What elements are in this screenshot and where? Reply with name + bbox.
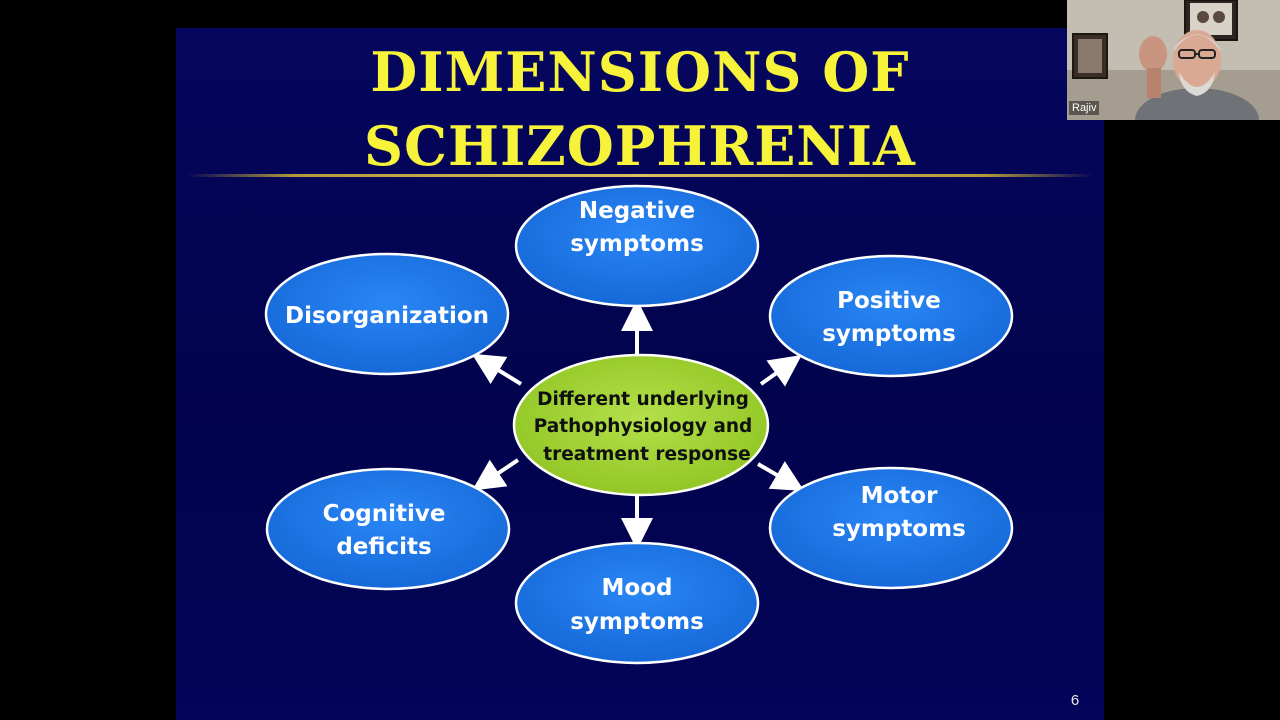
slide-title-line-2: SCHIZOPHRENIA: [364, 114, 916, 178]
arrow-to-cognitive: [472, 458, 520, 491]
slide-title-line-1: DIMENSIONS OF: [370, 40, 910, 104]
center-line-3: treatment response: [543, 444, 750, 465]
node-mood-line-1: Mood: [602, 575, 673, 601]
title-divider: [186, 174, 1094, 177]
node-negative-line-2: symptoms: [570, 231, 704, 257]
center-line-1: Different underlying: [537, 389, 749, 410]
arrow-to-motor: [756, 461, 805, 492]
node-disorganization: Disorganization: [264, 252, 510, 376]
node-cognitive-deficits: Cognitive deficits: [265, 467, 511, 591]
node-cognitive-line-1: Cognitive: [323, 501, 446, 527]
node-negative-symptoms: Negative symptoms: [514, 184, 760, 308]
arrow-to-positive: [759, 355, 802, 387]
node-center: Different underlying Pathophysiology and…: [512, 353, 770, 497]
node-mood-symptoms: Mood symptoms: [514, 541, 760, 665]
arrow-to-disorganization: [471, 353, 523, 386]
presentation-slide: DIMENSIONS OF SCHIZOPHRENIA: [176, 28, 1104, 720]
participant-name-label: Rajiv: [1069, 101, 1100, 115]
participant-video-feed: [1067, 0, 1280, 120]
node-motor-symptoms: Motor symptoms: [768, 466, 1014, 590]
node-positive-symptoms: Positive symptoms: [768, 254, 1014, 378]
node-motor-line-2: symptoms: [832, 516, 966, 542]
node-negative-line-1: Negative: [579, 198, 695, 224]
node-mood-line-2: symptoms: [570, 609, 704, 635]
center-line-2: Pathophysiology and: [534, 416, 753, 437]
dimensions-diagram: Negative symptoms Disorganization Positi…: [264, 184, 1014, 665]
node-positive-line-2: symptoms: [822, 321, 956, 347]
node-cognitive-line-2: deficits: [336, 534, 431, 560]
slide-number: 6: [1070, 692, 1080, 709]
node-motor-line-1: Motor: [861, 483, 938, 509]
arrows: [471, 299, 805, 550]
participant-video-tile[interactable]: Rajiv: [1067, 0, 1280, 120]
node-positive-line-1: Positive: [837, 288, 941, 314]
node-disorganization-line-1: Disorganization: [285, 303, 489, 329]
